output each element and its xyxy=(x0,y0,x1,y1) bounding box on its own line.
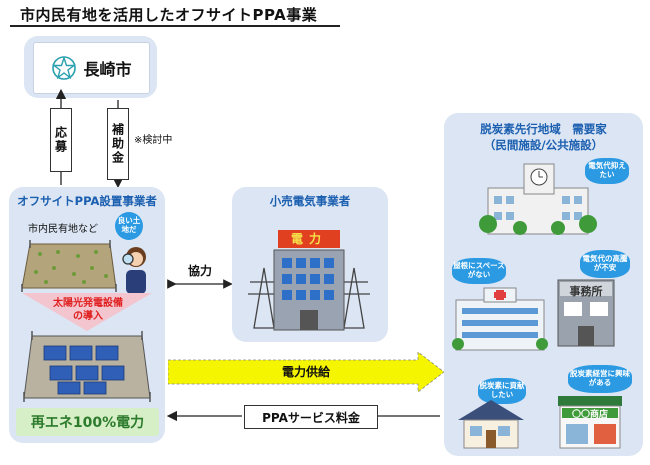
title-underline xyxy=(10,25,340,27)
land-illustration xyxy=(21,240,117,292)
nagasaki-emblem-icon xyxy=(52,55,77,80)
install-arrow xyxy=(22,293,152,331)
power-supply-arrow xyxy=(168,352,444,392)
shop-sign: 〇〇商店 xyxy=(571,410,608,420)
office-bubble: 電気代の高騰が不安 xyxy=(580,250,630,278)
retailer-title: 小売電気事業者 xyxy=(269,194,351,208)
office-sign: 事務所 xyxy=(569,285,603,298)
subsidy-box: 補助金 xyxy=(107,108,129,180)
city-name: 長崎市 xyxy=(83,60,132,79)
power-supply-label: 電力供給 xyxy=(282,365,331,379)
house-bubble: 脱炭素に貢献したい xyxy=(478,378,526,404)
power-building-sign: 電力 xyxy=(290,232,327,246)
good-land-bubble: 良い土地だ xyxy=(115,212,143,240)
consumer-title: 脱炭素先行地域 需要家 xyxy=(480,122,607,136)
school-building-icon xyxy=(479,163,597,235)
consideration-note: ※検討中 xyxy=(134,135,173,146)
shop-bubble: 脱炭素経営に興味がある xyxy=(568,365,632,393)
cooperation-label: 協力 xyxy=(188,264,213,278)
office-building-icon xyxy=(557,279,615,347)
ppa-fee-box: PPAサービス料金 xyxy=(244,405,378,429)
land-label: 市内民有地など xyxy=(28,224,98,235)
solar-install-label: 太陽光発電設備の導入 xyxy=(53,298,123,322)
renewable-electricity-label: 再エネ100%電力 xyxy=(16,408,159,436)
person-inspecting-icon xyxy=(122,247,146,294)
school-bubble: 電気代抑えたい xyxy=(585,158,629,184)
apply-box: 応募 xyxy=(50,108,72,172)
ppa-installer-title: オフサイトPPA設置事業者 xyxy=(17,194,157,208)
consumer-subtitle: （民間施設/公共施設） xyxy=(483,138,604,152)
power-company-building-icon xyxy=(248,230,370,331)
hospital-bubble: 屋根にスペースがない xyxy=(452,258,506,284)
page-title: 市内民有地を活用したオフサイトPPA事業 xyxy=(20,6,318,24)
house-icon xyxy=(458,400,524,449)
city-box: 長崎市 xyxy=(33,42,150,94)
shop-icon xyxy=(558,396,622,449)
solar-panel-illustration xyxy=(23,331,151,402)
hospital-building-icon xyxy=(452,287,548,351)
